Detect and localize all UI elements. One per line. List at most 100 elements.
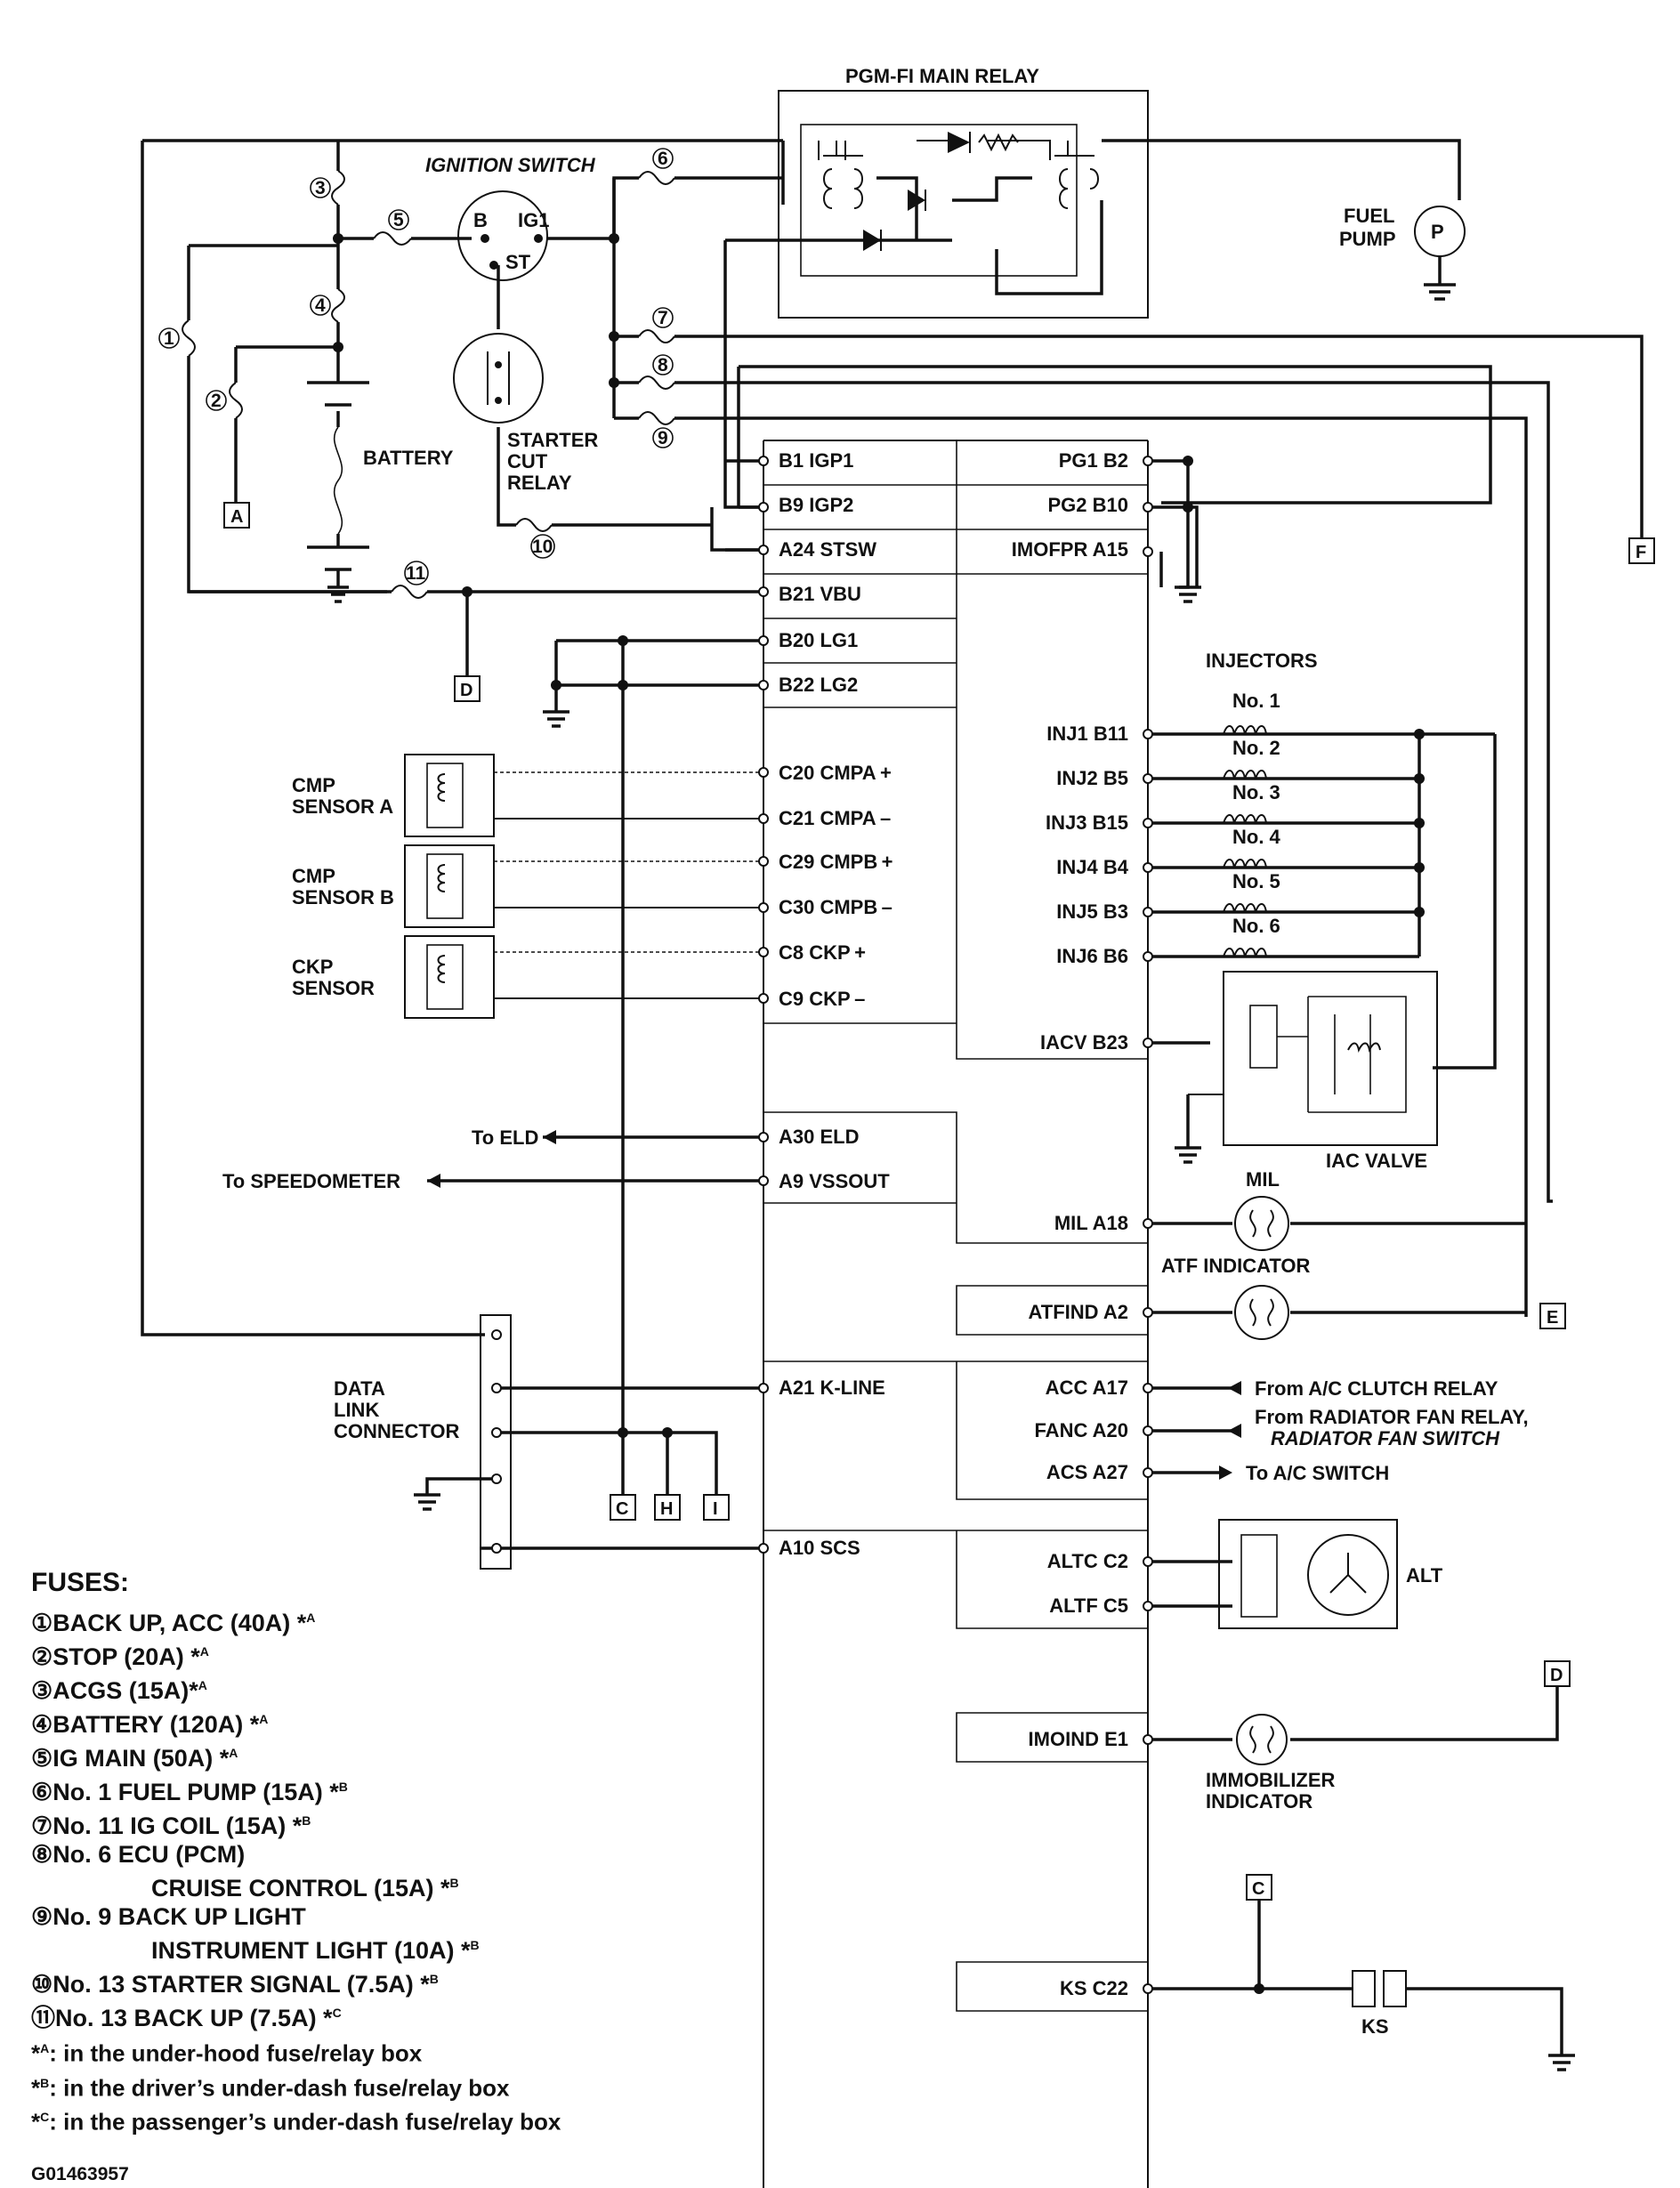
to-ac-switch: To A/C SWITCH bbox=[1246, 1462, 1389, 1484]
fuse-item-text: IG MAIN (50A) * bbox=[52, 1745, 230, 1772]
signal-labels: To ELD To SPEEDOMETER From A/C CLUTCH RE… bbox=[222, 1126, 1529, 1484]
fuse-item-location: B bbox=[449, 1876, 459, 1890]
dlc-line1: DATA bbox=[334, 1377, 385, 1400]
battery-label: BATTERY bbox=[363, 447, 454, 469]
fuse-note-key: B bbox=[40, 2075, 50, 2090]
connector-i: I bbox=[713, 1499, 718, 1519]
fuse-item-text: No. 9 BACK UP LIGHT bbox=[52, 1903, 306, 1930]
fuse-item-text: INSTRUMENT LIGHT (10A) * bbox=[151, 1937, 471, 1964]
connector-a: A bbox=[230, 507, 243, 527]
pin-a24-stsw: A24 STSW bbox=[779, 538, 876, 561]
pin-pg1-b2: PG1 B2 bbox=[1059, 449, 1128, 472]
pin-ks-c22: KS C22 bbox=[1060, 1977, 1128, 1999]
fuse-marker-6: 6 bbox=[658, 149, 668, 169]
fuse-marker-2: 2 bbox=[211, 391, 222, 411]
alt-label: ALT bbox=[1406, 1564, 1443, 1587]
pin-b20-lg1: B20 LG1 bbox=[779, 629, 858, 651]
connector-d-right: D bbox=[1550, 1666, 1563, 1685]
fuse-item-location: A bbox=[259, 1712, 269, 1726]
connector-e: E bbox=[1547, 1308, 1558, 1328]
fuel-pump-line1: FUEL bbox=[1344, 205, 1394, 227]
pin-c8-ckp-pos: C8 CKP + bbox=[779, 941, 866, 964]
fuse-item: ⑦No. 11 IG COIL (15A) *B bbox=[31, 1806, 561, 1840]
starter-cut-line3: RELAY bbox=[507, 472, 572, 494]
fuse-item-text: CRUISE CONTROL (15A) * bbox=[151, 1875, 450, 1901]
junction-dots bbox=[333, 233, 1425, 1994]
fuel-pump-line2: PUMP bbox=[1339, 228, 1396, 250]
fuse-note-text: : in the passenger’s under-dash fuse/rel… bbox=[49, 2108, 561, 2136]
fuse-marker-8: 8 bbox=[658, 355, 668, 375]
fuse-item-number: ⑨ bbox=[31, 1903, 53, 1930]
fuse-marker-3: 3 bbox=[315, 178, 326, 198]
ckp-line2: SENSOR bbox=[292, 977, 375, 999]
pin-fanc-a20: FANC A20 bbox=[1034, 1419, 1128, 1441]
pin-inj4-b4: INJ4 B4 bbox=[1056, 856, 1128, 878]
fuel-pump-symbol: P bbox=[1431, 221, 1444, 243]
pin-imofpr-a15: IMOFPR A15 bbox=[1012, 538, 1128, 561]
fuse-item-number: ③ bbox=[31, 1677, 53, 1704]
pin-a9-vssout: A9 VSSOUT bbox=[779, 1170, 890, 1192]
injector-3: No. 3 bbox=[1232, 781, 1280, 803]
starter-cut-line2: CUT bbox=[507, 450, 548, 472]
ecu-right-pins: PG1 B2 PG2 B10 IMOFPR A15 INJ1 B11 INJ2 … bbox=[1012, 449, 1129, 1999]
fuse-item: ⑥No. 1 FUEL PUMP (15A) *B bbox=[31, 1772, 561, 1806]
fuse-marker-5: 5 bbox=[393, 210, 404, 230]
iac-valve: IAC VALVE bbox=[1188, 971, 1438, 1172]
fuel-pump: P FUEL PUMP bbox=[1339, 205, 1466, 301]
from-ac-clutch: From A/C CLUTCH RELAY bbox=[1255, 1377, 1498, 1400]
fuse-notes: *A: in the under-hood fuse/relay box*B: … bbox=[31, 2034, 561, 2137]
injector-2: No. 2 bbox=[1232, 737, 1280, 759]
ignition-b: B bbox=[473, 209, 488, 231]
fuse-item-location: B bbox=[338, 1780, 348, 1794]
fuse-item-number: ⑦ bbox=[31, 1813, 53, 1839]
fuse-marker-1: 1 bbox=[164, 328, 174, 349]
fuse-item-number: ① bbox=[31, 1610, 53, 1636]
connector-c-lower: C bbox=[616, 1499, 628, 1519]
fuse-item: CRUISE CONTROL (15A) *B bbox=[31, 1869, 561, 1902]
fuse-marker-9: 9 bbox=[658, 428, 668, 448]
from-rad-fan-1: From RADIATOR FAN RELAY, bbox=[1255, 1406, 1529, 1428]
cmp-b-line1: CMP bbox=[292, 865, 335, 887]
pin-inj1-b11: INJ1 B11 bbox=[1046, 723, 1128, 745]
immobilizer-indicator: IMMOBILIZER INDICATOR bbox=[1206, 1714, 1336, 1813]
pin-a10-scs: A10 SCS bbox=[779, 1537, 860, 1559]
fuse-item-location: A bbox=[306, 1611, 316, 1625]
cmp-a-line2: SENSOR A bbox=[292, 795, 393, 818]
injector-4: No. 4 bbox=[1232, 826, 1281, 848]
pin-inj5-b3: INJ5 B3 bbox=[1056, 900, 1128, 923]
ckp-sensor: CKP SENSOR bbox=[292, 935, 495, 1019]
pgm-fi-main-relay: PGM-FI MAIN RELAY bbox=[778, 65, 1149, 319]
fuse-marker-11: 11 bbox=[406, 563, 426, 584]
starter-cut-line1: STARTER bbox=[507, 429, 598, 451]
pin-inj3-b15: INJ3 B15 bbox=[1046, 811, 1128, 834]
pin-c29-cmpb-pos: C29 CMPB + bbox=[779, 851, 893, 873]
to-speedometer: To SPEEDOMETER bbox=[222, 1170, 400, 1192]
pin-b9-igp2: B9 IGP2 bbox=[779, 494, 853, 516]
pin-c9-ckp-neg: C9 CKP – bbox=[779, 988, 865, 1010]
fuse-item-location: C bbox=[332, 2006, 342, 2020]
fuses-symbols bbox=[182, 170, 675, 599]
ecu-body bbox=[763, 440, 1149, 2188]
fuse-note-key: C bbox=[40, 2110, 50, 2125]
fuse-item: ⑩No. 13 STARTER SIGNAL (7.5A) *B bbox=[31, 1965, 561, 1998]
relay-title: PGM-FI MAIN RELAY bbox=[845, 65, 1039, 87]
ckp-line1: CKP bbox=[292, 956, 333, 978]
fuse-item: ③ACGS (15A)*A bbox=[31, 1671, 561, 1705]
pin-b1-igp1: B1 IGP1 bbox=[779, 449, 853, 472]
fuse-marker-7: 7 bbox=[658, 308, 668, 328]
fuse-note-text: : in the under-hood fuse/relay box bbox=[49, 2039, 423, 2067]
fuse-item-text: BACK UP, ACC (40A) * bbox=[52, 1610, 307, 1636]
injector-5: No. 5 bbox=[1232, 870, 1280, 892]
fuse-marker-4: 4 bbox=[315, 295, 326, 316]
fuse-item-number: ② bbox=[31, 1643, 53, 1670]
pin-c30-cmpb-neg: C30 CMPB – bbox=[779, 896, 892, 918]
fuse-note-text: : in the driver’s under-dash fuse/relay … bbox=[49, 2074, 510, 2102]
connector-h: H bbox=[660, 1499, 673, 1519]
fuse-legend-title: FUSES: bbox=[31, 1568, 130, 1597]
fuse-item-text: No. 1 FUEL PUMP (15A) * bbox=[52, 1779, 339, 1805]
fuse-item-text: No. 6 ECU (PCM) bbox=[52, 1841, 246, 1868]
fuse-item-number: ⑤ bbox=[31, 1745, 53, 1772]
fuse-item-text: BATTERY (120A) * bbox=[52, 1711, 260, 1738]
fuse-note: *C: in the passenger’s under-dash fuse/r… bbox=[31, 2108, 561, 2136]
